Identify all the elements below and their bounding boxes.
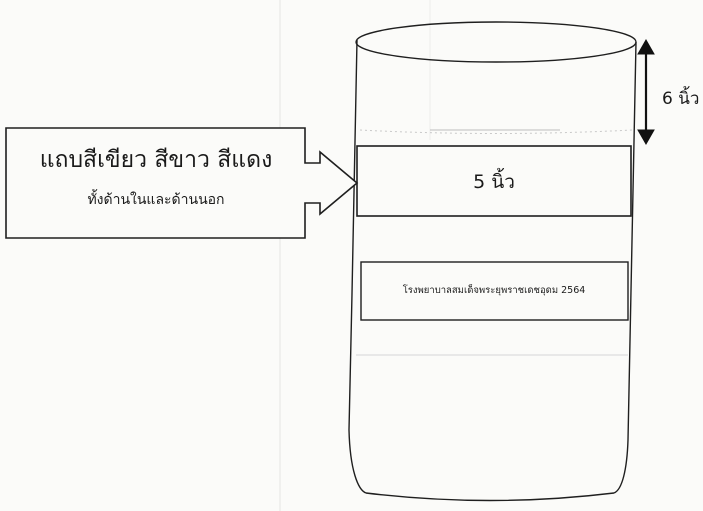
cup-outline — [348, 21, 637, 502]
dimension-arrow-head-bottom — [637, 129, 655, 146]
callout-subtitle: ทั้งด้านในและด้านนอก — [87, 192, 225, 208]
callout-arrow-box — [5, 127, 359, 239]
dimension-arrow-head-top — [637, 38, 655, 55]
hospital-label: โรงพยาบาลสมเด็จพระยุพราชเดชอุดม 2564 — [402, 285, 586, 296]
callout-title: แถบสีเขียว สีขาว สีแดง — [39, 147, 273, 173]
dimension-arrow — [637, 38, 655, 146]
cup-right-side — [613, 41, 637, 494]
hospital-label-box — [360, 261, 629, 321]
cup-inner-reference-line — [359, 129, 633, 134]
color-band-box — [356, 145, 632, 217]
cup-rim — [355, 21, 637, 63]
band-size-label: 5 นิ้ว — [473, 171, 515, 193]
cup-left-side — [348, 39, 367, 494]
dimension-label: 6 นิ้ว — [662, 89, 700, 109]
cup-bottom-edge — [365, 492, 615, 502]
